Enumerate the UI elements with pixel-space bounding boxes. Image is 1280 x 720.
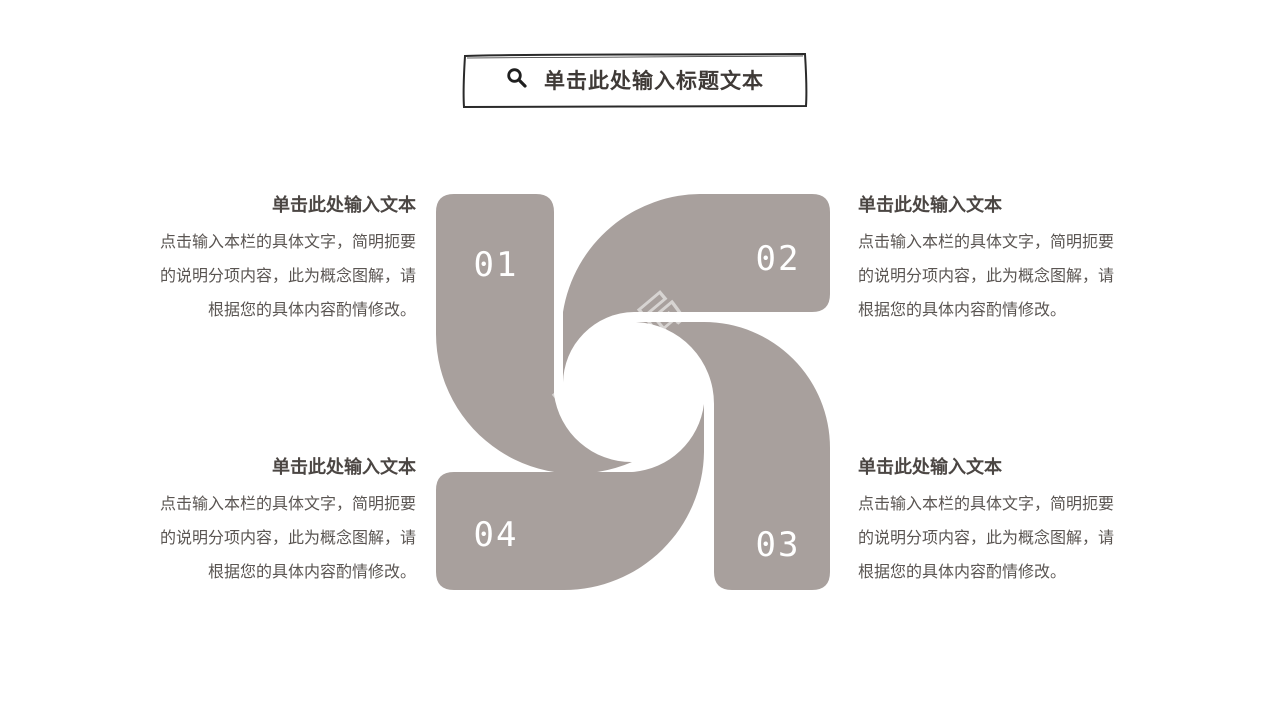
block-line: 的说明分项内容，此为概念图解，请 xyxy=(159,528,416,547)
text-block-02: 单击此处输入文本 点击输入本栏的具体文字，简明扼要 的说明分项内容，此为概念图解… xyxy=(858,193,1158,327)
block-body[interactable]: 点击输入本栏的具体文字，简明扼要 的说明分项内容，此为概念图解，请 根据您的具体… xyxy=(116,225,416,327)
block-line: 的说明分项内容，此为概念图解，请 xyxy=(858,528,1115,547)
block-line: 的说明分项内容，此为概念图解，请 xyxy=(858,266,1115,285)
segment-02-number: 02 xyxy=(756,239,801,279)
segment-04-number: 04 xyxy=(474,515,519,555)
block-body[interactable]: 点击输入本栏的具体文字，简明扼要 的说明分项内容，此为概念图解，请 根据您的具体… xyxy=(858,487,1158,589)
block-heading[interactable]: 单击此处输入文本 xyxy=(272,195,416,216)
block-heading[interactable]: 单击此处输入文本 xyxy=(858,457,1002,478)
text-block-01: 单击此处输入文本 点击输入本栏的具体文字，简明扼要 的说明分项内容，此为概念图解… xyxy=(116,193,416,327)
block-line: 根据您的具体内容酌情修改。 xyxy=(858,300,1067,319)
title-box[interactable]: 单击此处输入标题文本 xyxy=(462,52,808,108)
text-block-03: 单击此处输入文本 点击输入本栏的具体文字，简明扼要 的说明分项内容，此为概念图解… xyxy=(858,455,1158,589)
text-block-04: 单击此处输入文本 点击输入本栏的具体文字，简明扼要 的说明分项内容，此为概念图解… xyxy=(116,455,416,589)
block-line: 点击输入本栏的具体文字，简明扼要 xyxy=(159,232,416,251)
block-line: 根据您的具体内容酌情修改。 xyxy=(207,300,416,319)
segment-01[interactable] xyxy=(436,194,632,474)
block-line: 点击输入本栏的具体文字，简明扼要 xyxy=(858,494,1115,513)
segment-03[interactable] xyxy=(636,322,830,590)
title-frame xyxy=(462,52,808,108)
page-title[interactable]: 单击此处输入标题文本 xyxy=(544,69,764,93)
segment-04[interactable] xyxy=(436,404,704,590)
block-line: 的说明分项内容，此为概念图解，请 xyxy=(159,266,416,285)
segment-01-number: 01 xyxy=(474,245,519,285)
block-heading[interactable]: 单击此处输入文本 xyxy=(858,195,1002,216)
block-heading[interactable]: 单击此处输入文本 xyxy=(272,457,416,478)
block-line: 点击输入本栏的具体文字，简明扼要 xyxy=(159,494,416,513)
segment-03-number: 03 xyxy=(756,525,801,565)
block-body[interactable]: 点击输入本栏的具体文字，简明扼要 的说明分项内容，此为概念图解，请 根据您的具体… xyxy=(858,225,1158,327)
block-body[interactable]: 点击输入本栏的具体文字，简明扼要 的说明分项内容，此为概念图解，请 根据您的具体… xyxy=(116,487,416,589)
pinwheel-diagram: ppt天局 01 02 03 04 xyxy=(436,194,830,590)
block-line: 点击输入本栏的具体文字，简明扼要 xyxy=(858,232,1115,251)
segment-02[interactable] xyxy=(563,194,830,384)
block-line: 根据您的具体内容酌情修改。 xyxy=(858,562,1067,581)
block-line: 根据您的具体内容酌情修改。 xyxy=(207,562,416,581)
search-icon xyxy=(506,67,528,93)
